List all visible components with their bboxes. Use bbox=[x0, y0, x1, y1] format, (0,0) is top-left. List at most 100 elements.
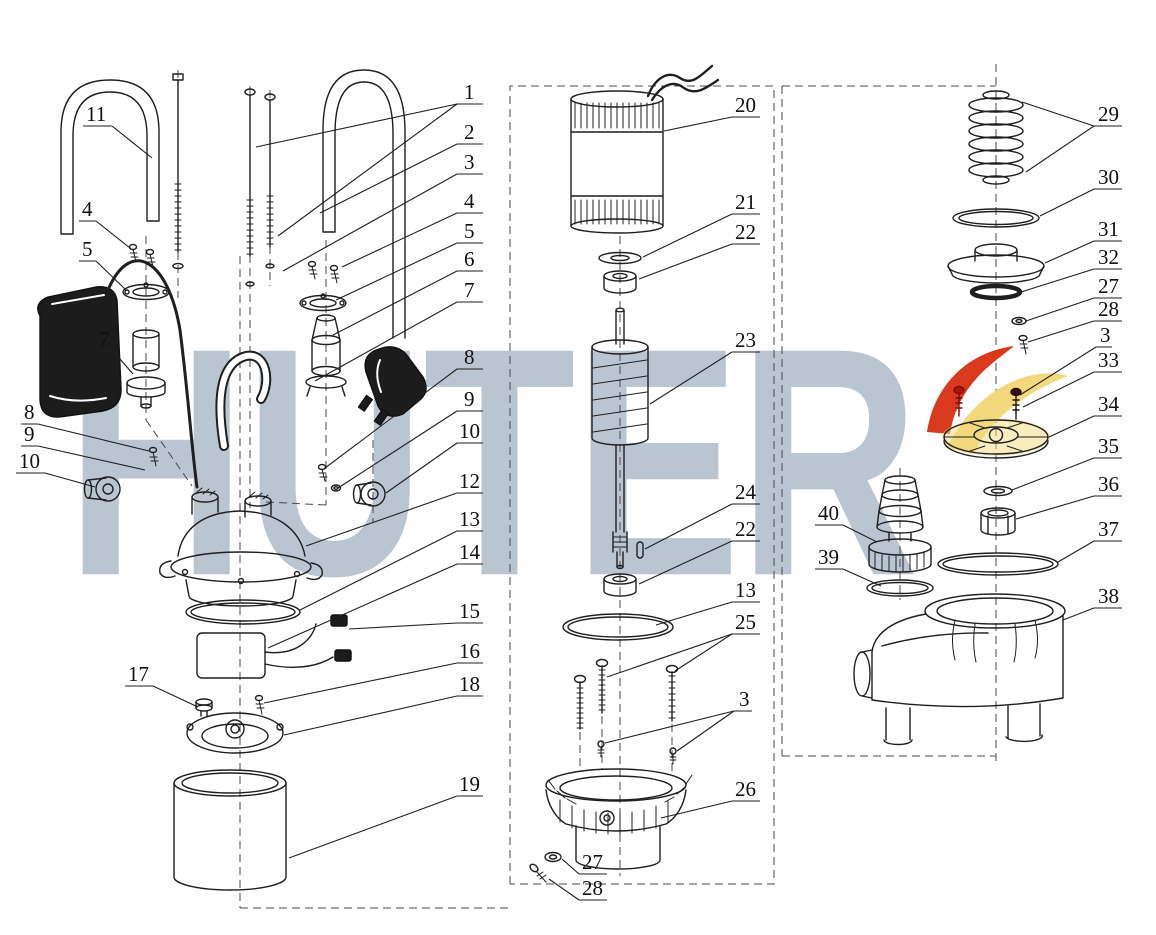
brand-logo-flame bbox=[927, 346, 1068, 456]
part-label-24: 24 bbox=[735, 480, 757, 504]
seal-plate bbox=[186, 712, 284, 754]
washer-27-middle bbox=[544, 851, 562, 863]
float-switch bbox=[37, 259, 199, 489]
part-label-27: 27 bbox=[582, 850, 603, 874]
small-screw-pairs bbox=[128, 243, 340, 284]
part-label-23: 23 bbox=[735, 328, 756, 352]
part-label-20: 20 bbox=[735, 93, 756, 117]
leader-line-24 bbox=[644, 503, 760, 550]
ring-32 bbox=[969, 283, 1023, 301]
part-label-29: 29 bbox=[1098, 102, 1119, 126]
part-label-14: 14 bbox=[459, 540, 481, 564]
part-label-34: 34 bbox=[1098, 392, 1120, 416]
ring-30 bbox=[952, 208, 1040, 228]
part-label-17: 17 bbox=[128, 662, 149, 686]
leader-line-33 bbox=[1022, 371, 1122, 408]
leader-line-19 bbox=[288, 795, 483, 859]
leader-line-27 bbox=[561, 858, 607, 875]
part-label-28: 28 bbox=[1098, 297, 1119, 321]
shaft-key bbox=[636, 541, 644, 559]
part-label-5: 5 bbox=[464, 219, 475, 243]
leader-line-35 bbox=[1011, 457, 1122, 491]
leader-line-4 bbox=[341, 212, 483, 268]
part-label-15: 15 bbox=[459, 599, 480, 623]
part-label-1: 1 bbox=[464, 80, 475, 104]
part-label-27: 27 bbox=[1098, 274, 1119, 298]
middle-assembly bbox=[509, 64, 775, 885]
part-label-38: 38 bbox=[1098, 584, 1119, 608]
handle-tube-right bbox=[322, 69, 406, 339]
part-label-4: 4 bbox=[464, 189, 475, 213]
cable-connectors bbox=[330, 614, 352, 662]
o-ring-39 bbox=[866, 579, 934, 597]
leader-line-5 bbox=[335, 242, 483, 301]
float-cable bbox=[106, 259, 199, 489]
screw-28-middle bbox=[529, 863, 547, 883]
leader-line-6 bbox=[332, 270, 483, 336]
part-label-11: 11 bbox=[86, 102, 106, 126]
capacitor bbox=[196, 623, 334, 679]
part-label-12: 12 bbox=[459, 469, 480, 493]
part-label-18: 18 bbox=[459, 672, 480, 696]
leader-line-4 bbox=[79, 220, 131, 249]
leader-line-12 bbox=[305, 492, 483, 547]
part-label-39: 39 bbox=[818, 545, 839, 569]
leader-line-18 bbox=[283, 695, 483, 736]
fastener-screws-small bbox=[148, 446, 342, 492]
leader-line-37 bbox=[1057, 540, 1122, 563]
filter-cylinder bbox=[173, 769, 287, 891]
watermark-text: HUTER bbox=[66, 280, 919, 644]
screw-28-right bbox=[1018, 334, 1029, 355]
part-label-7: 7 bbox=[99, 327, 110, 351]
part-label-7: 7 bbox=[464, 278, 475, 302]
leader-line-20 bbox=[663, 116, 760, 132]
part-label-2: 2 bbox=[464, 120, 475, 144]
left-assembly bbox=[37, 69, 512, 909]
leader-line-30 bbox=[1039, 188, 1122, 217]
leader-line-26 bbox=[660, 800, 760, 819]
leader-line-8 bbox=[324, 368, 483, 469]
bearing-22-upper bbox=[603, 270, 637, 294]
part-label-36: 36 bbox=[1098, 472, 1119, 496]
long-screws bbox=[172, 73, 276, 287]
part-label-25: 25 bbox=[735, 610, 756, 634]
o-ring-13-middle bbox=[562, 613, 674, 641]
part-label-37: 37 bbox=[1098, 517, 1119, 541]
handle-tube-left bbox=[60, 79, 160, 235]
leader-line-17 bbox=[125, 685, 199, 708]
part-label-40: 40 bbox=[818, 501, 839, 525]
pump-housing-26 bbox=[545, 768, 693, 870]
leader-line-28 bbox=[548, 878, 607, 901]
part-label-22: 22 bbox=[735, 517, 756, 541]
part-label-9: 9 bbox=[464, 387, 475, 411]
screws-3-right bbox=[953, 385, 1022, 420]
shaft-nut-36 bbox=[980, 507, 1016, 536]
cable-bushing-left bbox=[83, 476, 121, 502]
leader-line-8 bbox=[21, 423, 150, 452]
leader-line-2 bbox=[319, 143, 483, 214]
leader-line-3 bbox=[282, 173, 483, 272]
leader-line-1 bbox=[255, 103, 483, 237]
part-label-3: 3 bbox=[464, 150, 475, 174]
part-label-10: 10 bbox=[19, 449, 40, 473]
leader-line-13 bbox=[655, 601, 760, 626]
hose-connector-40 bbox=[868, 475, 932, 573]
pump-base-38 bbox=[853, 593, 1066, 746]
logo-yellow-wash bbox=[942, 418, 1050, 456]
leader-line-3 bbox=[604, 710, 752, 752]
leader-line-32 bbox=[1020, 268, 1122, 293]
leader-line-39 bbox=[815, 568, 882, 587]
leader-line-7 bbox=[314, 301, 483, 382]
logo-red-swoosh bbox=[927, 346, 1014, 434]
part-label-19: 19 bbox=[459, 772, 480, 796]
power-plug bbox=[357, 346, 427, 426]
part-label-3: 3 bbox=[1100, 323, 1111, 347]
leader-line-25 bbox=[606, 633, 760, 678]
flange-31 bbox=[947, 243, 1045, 284]
leader-line-29 bbox=[1021, 101, 1122, 173]
leader-line-9 bbox=[337, 410, 483, 489]
washer-27-right bbox=[1011, 316, 1027, 326]
part-label-8: 8 bbox=[464, 345, 475, 369]
